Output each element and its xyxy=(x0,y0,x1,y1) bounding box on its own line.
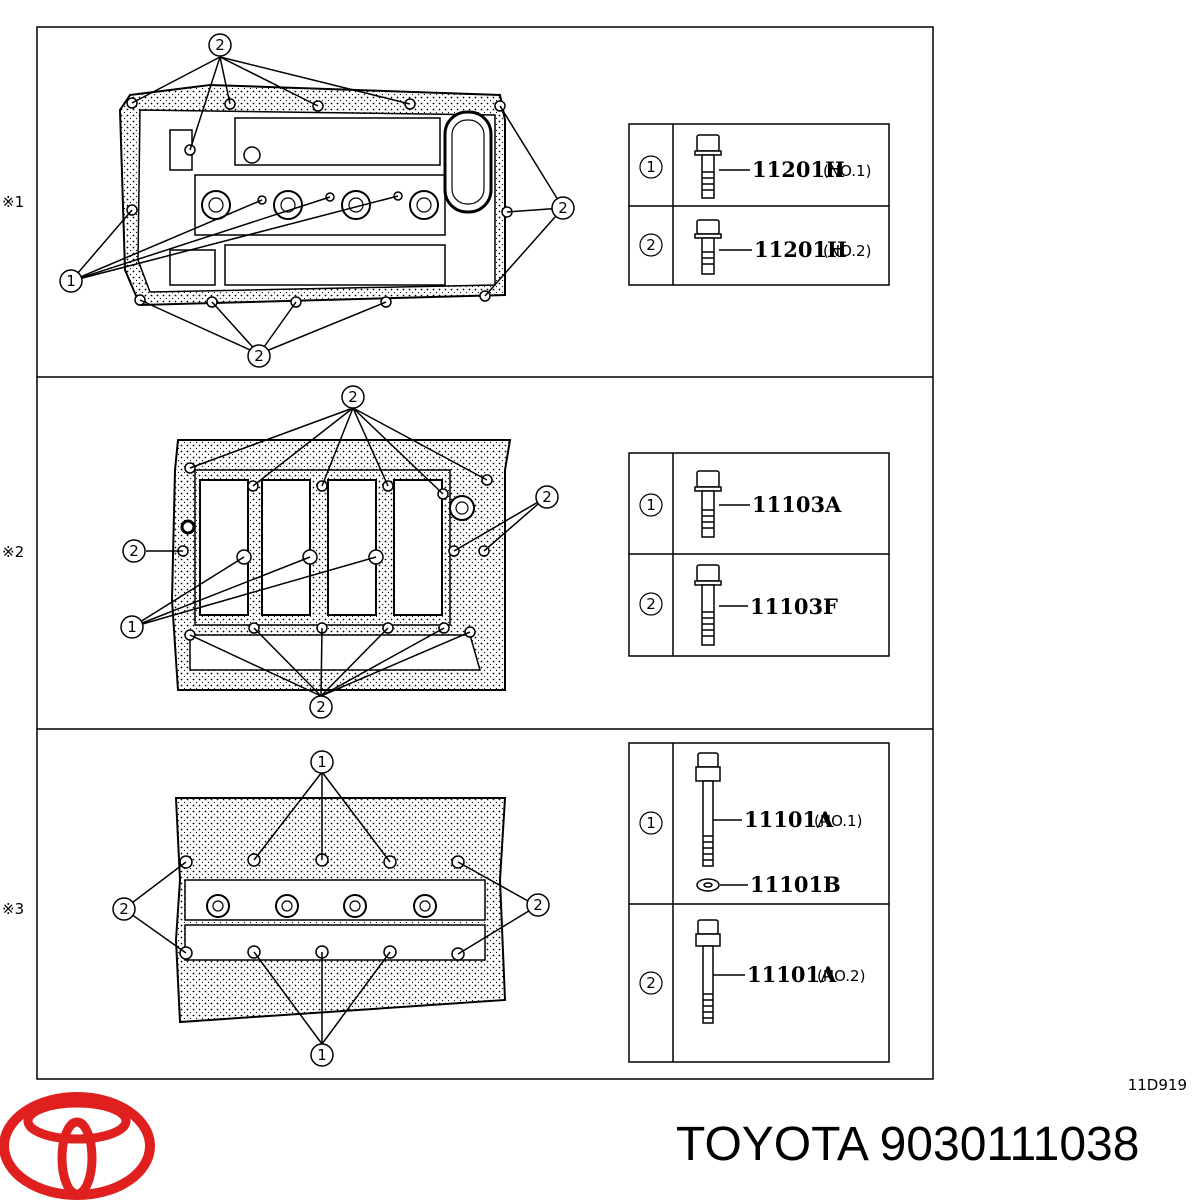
callout-label: 2 xyxy=(533,896,543,914)
part-number-caption: TOYOTA 9030111038 xyxy=(676,1118,1140,1171)
section-2-leader-lines xyxy=(131,407,546,697)
part-code: 11103A xyxy=(752,492,842,517)
bolt-icon xyxy=(694,219,722,275)
section-3-leader-lines xyxy=(123,771,538,1045)
row-index: 1 xyxy=(646,158,656,176)
callout-label: 1 xyxy=(66,272,76,290)
washer-icon xyxy=(696,878,720,892)
row-index: 2 xyxy=(646,236,656,254)
bolt-icon xyxy=(694,470,722,538)
row-index: 1 xyxy=(646,814,656,832)
figure-reference: 11D919 xyxy=(1128,1076,1187,1094)
callout-label: 2 xyxy=(348,388,358,406)
callout-label: 1 xyxy=(127,618,137,636)
section-3-parts-table: 1 2 11101A (NO.1) 11101B xyxy=(628,742,890,1063)
callout-label: 2 xyxy=(215,36,225,54)
section-1-drawing: 2 2 2 1 1 2 11201H xyxy=(59,33,890,368)
cylinder-head-cover-illustration xyxy=(118,83,513,308)
section-3-mark: ※3 xyxy=(2,900,24,918)
part-note: (NO.1) xyxy=(814,812,862,830)
part-code: 11201H xyxy=(754,237,847,262)
part-note: (NO.2) xyxy=(823,242,871,260)
cylinder-head-illustration xyxy=(174,797,507,1024)
section-1-leader-lines xyxy=(70,56,564,355)
section-2-callouts: 2 2 2 1 2 xyxy=(120,385,559,719)
part-code: 11103F xyxy=(750,594,838,619)
bolt-icon xyxy=(694,134,722,199)
bolt-icon xyxy=(694,564,722,646)
section-2-parts-table: 1 2 11103A 11103F xyxy=(628,452,890,657)
bolt-icon xyxy=(695,752,721,867)
part-code: 11101A xyxy=(747,962,837,987)
callout-label: 2 xyxy=(316,698,326,716)
row-index: 2 xyxy=(646,974,656,992)
callout-label: 2 xyxy=(558,199,568,217)
part-code: 11201H xyxy=(752,157,845,182)
section-1-callouts: 2 2 2 1 xyxy=(59,33,575,368)
part-code: 11101B xyxy=(750,872,841,897)
part-code: 11101A xyxy=(744,807,834,832)
callout-label: 1 xyxy=(317,753,327,771)
callout-label: 2 xyxy=(542,488,552,506)
diagram-frame xyxy=(36,26,934,1080)
section-1-mark: ※1 xyxy=(2,193,24,211)
section-2-mark: ※2 xyxy=(2,543,24,561)
part-note: (NO.1) xyxy=(823,162,871,180)
callout-label: 1 xyxy=(317,1046,327,1064)
section-1-parts-table: 1 2 11201H (NO.1) 11201 xyxy=(628,123,890,286)
section-3-callouts: 1 2 2 1 xyxy=(112,750,550,1067)
section-3-drawing: 1 2 2 1 1 2 11101 xyxy=(112,742,890,1067)
section-2-drawing: 2 2 2 1 2 1 2 xyxy=(120,385,890,719)
row-index: 1 xyxy=(646,496,656,514)
callout-label: 2 xyxy=(129,542,139,560)
bolt-icon xyxy=(695,919,721,1024)
callout-label: 2 xyxy=(119,900,129,918)
part-note: (NO.2) xyxy=(817,967,865,985)
toyota-logo xyxy=(0,1092,155,1200)
row-index: 2 xyxy=(646,595,656,613)
cylinder-block-illustration xyxy=(170,439,512,691)
callout-label: 2 xyxy=(254,347,264,365)
